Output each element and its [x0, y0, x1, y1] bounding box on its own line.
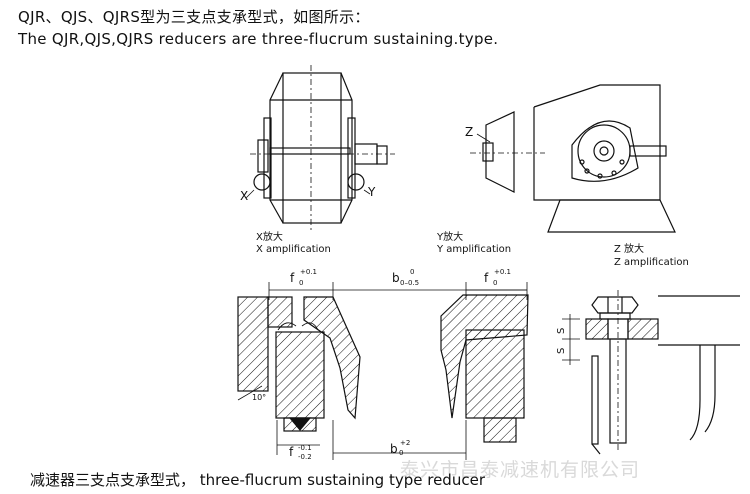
x-detail-title-en: X amplification	[256, 244, 331, 255]
dim-b-bottom-sup: +2	[400, 439, 410, 447]
z-detail-title-cn: Z 放大	[614, 242, 644, 255]
dim-f-top-left-sup: +0.1	[300, 268, 317, 276]
dim-f-bottom: f	[289, 445, 294, 459]
dim-f-top-left-sub: 0	[299, 279, 303, 287]
dim-b-top-sup: 0	[410, 268, 414, 276]
z-detail-title-en: Z amplification	[614, 257, 689, 268]
dim-f-top-right-sub: 0	[493, 279, 497, 287]
y-detail-title-en: Y amplification	[436, 244, 511, 255]
reducer-front-view	[245, 65, 395, 232]
dim-f-top-right: f	[484, 271, 489, 285]
x-amplification-detail	[237, 282, 527, 455]
header-en: The QJR,QJS,QJRS reducers are three-fluc…	[18, 30, 499, 48]
dim-b-bottom-sub: 0	[399, 449, 403, 457]
label-y: Y	[367, 185, 376, 199]
dim-f-bottom-sub: -0.2	[298, 453, 312, 461]
y-amplification-detail	[332, 282, 529, 460]
dim-f-top-left: f	[290, 271, 295, 285]
label-z: Z	[465, 125, 473, 139]
dim-b-bottom: b	[390, 442, 398, 456]
reducer-side-view	[470, 84, 676, 233]
header-cn: QJR、QJS、QJRS型为三支点支承型式，如图所示：	[18, 8, 370, 26]
dim-f-bottom-sup: -0.1	[298, 444, 312, 452]
x-detail-title-cn: X放大	[256, 230, 283, 243]
dim-b-top: b	[392, 271, 400, 285]
dim-s-lower: S	[556, 348, 567, 354]
dim-angle: 10°	[252, 393, 266, 402]
watermark: 泰兴市昌泰减速机有限公司	[400, 459, 641, 481]
dim-f-top-right-sup: +0.1	[494, 268, 511, 276]
dim-b-top-sub: 0–0.5	[400, 279, 419, 287]
label-x: X	[240, 189, 248, 203]
y-detail-title-cn: Y放大	[436, 230, 463, 243]
dim-s-upper: S	[556, 328, 567, 334]
caption: 减速器三支点支承型式， three-flucrum sustaining typ…	[30, 471, 485, 489]
z-amplification-detail	[562, 290, 740, 455]
